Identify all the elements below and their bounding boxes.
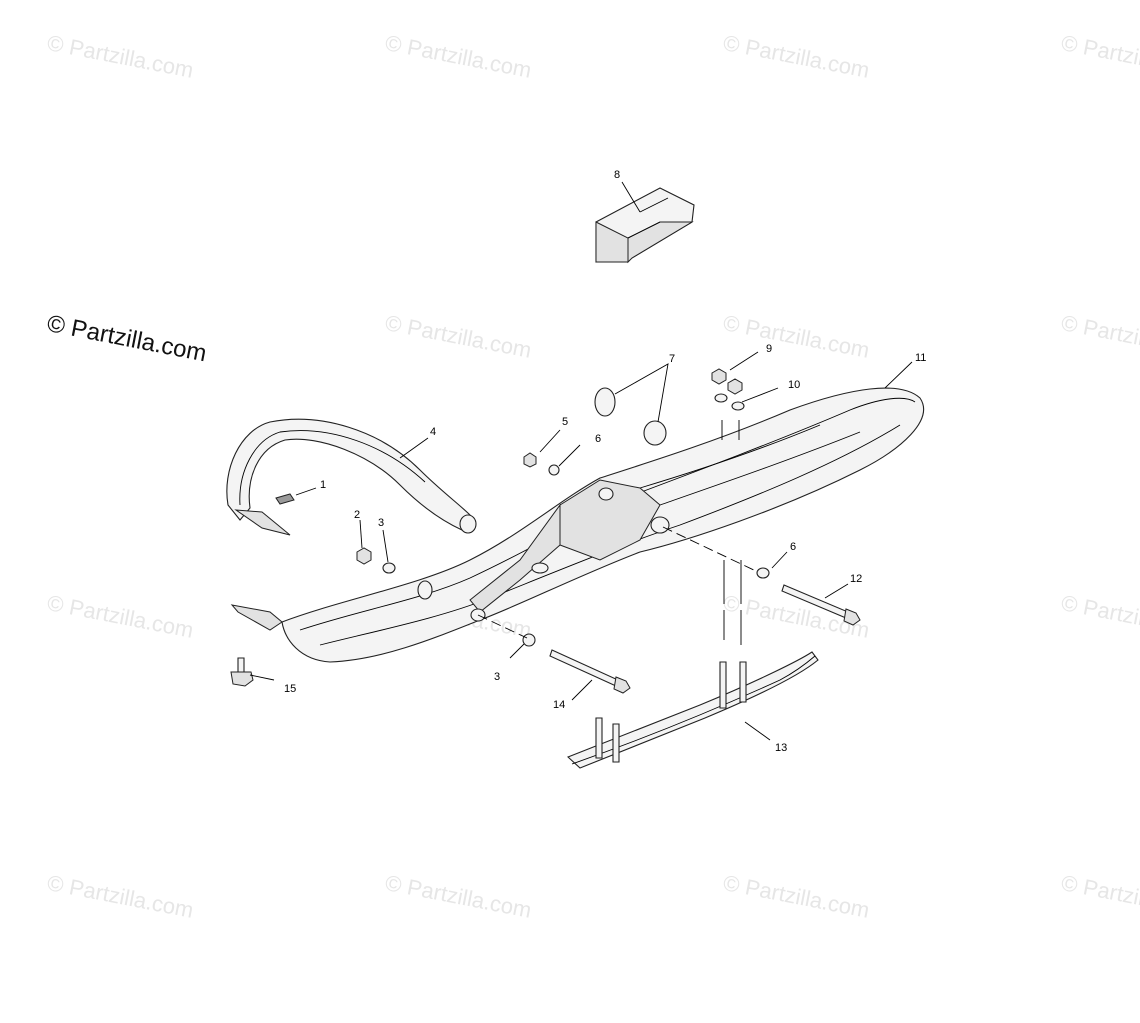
- part-9-nut: [711, 368, 727, 385]
- part-6-washer: [756, 567, 770, 579]
- callout-13: 13: [775, 742, 787, 754]
- part-10-washer: [731, 401, 745, 411]
- part-14-bolt: [549, 649, 631, 694]
- leader-lines: [249, 181, 913, 741]
- callout-1: 1: [320, 479, 326, 491]
- callout-5: 5: [562, 416, 568, 428]
- part-2-nut: [356, 547, 372, 565]
- callout-12: 12: [850, 573, 862, 585]
- part-15-bolt: [230, 657, 254, 687]
- callout-8: 8: [614, 169, 620, 181]
- part-8-bumper: [595, 187, 695, 264]
- part-4-handle: [226, 418, 477, 536]
- callout-9: 9: [766, 343, 772, 355]
- part-3-washer: [382, 562, 396, 574]
- part-9-nut: [727, 378, 743, 395]
- callout-7: 7: [669, 353, 675, 365]
- part-7-bushing: [594, 387, 616, 417]
- part-10-washer: [714, 393, 728, 403]
- part-7-bushing: [643, 420, 667, 446]
- part-11-ski: [230, 387, 925, 663]
- part-1-bracket: [275, 493, 295, 505]
- callout-10: 10: [788, 379, 800, 391]
- part-12-bolt: [781, 584, 861, 626]
- callout-2: 2: [354, 509, 360, 521]
- part-6-washer: [548, 464, 560, 476]
- part-3-washer: [522, 633, 536, 647]
- alignment-lines: [477, 420, 759, 645]
- callout-3: 3: [378, 517, 384, 529]
- part-13-wear-bar: [566, 651, 819, 769]
- callout-11: 11: [915, 352, 926, 364]
- callout-6: 6: [595, 433, 601, 445]
- callout-14: 14: [553, 699, 565, 711]
- callout-3: 3: [494, 671, 500, 683]
- callout-4: 4: [430, 426, 436, 438]
- part-5-nut: [523, 452, 537, 468]
- callout-6: 6: [790, 541, 796, 553]
- callout-15: 15: [284, 683, 296, 695]
